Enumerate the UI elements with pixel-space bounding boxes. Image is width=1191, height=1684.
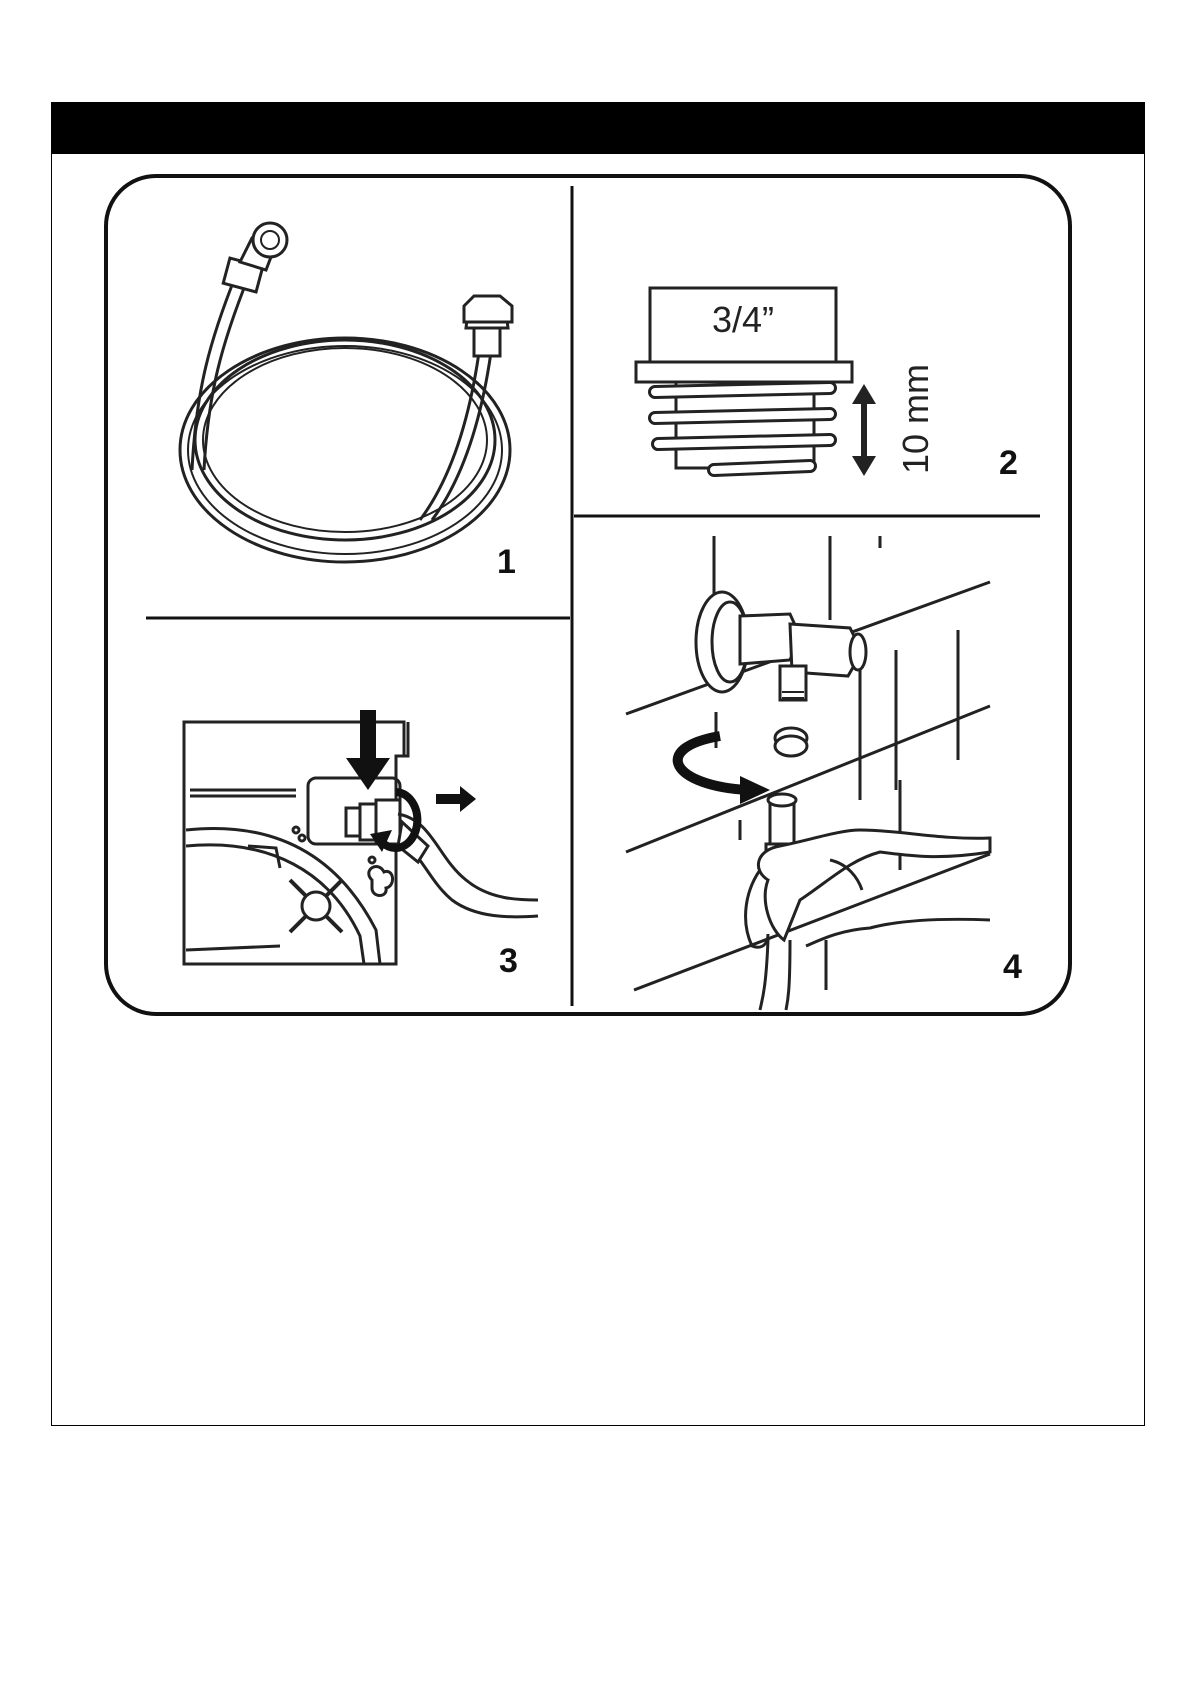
step-number-2: 2 [999,444,1018,482]
wall-tap [696,592,866,700]
step-number-1: 1 [497,543,516,581]
rotate-arrow-4 [678,736,748,790]
step-number-4: 4 [1003,948,1022,986]
seal-washer [775,728,807,756]
step-number-3: 3 [499,942,518,980]
thread-size-label: 3/4” [712,299,774,340]
dimension-arrow [852,384,876,476]
pull-arrow-right [436,786,476,812]
thread-length-label: 10 mm [895,364,936,474]
panel-1-hose [180,223,512,562]
